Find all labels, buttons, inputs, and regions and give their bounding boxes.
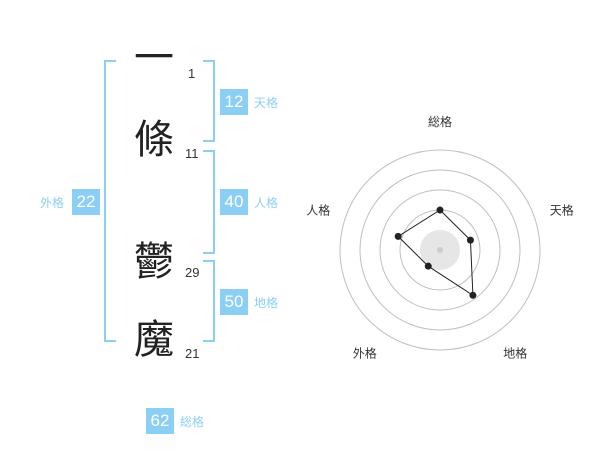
jinkaku-value: 40: [220, 189, 248, 215]
name-char-1: 一: [134, 35, 174, 81]
name-char-4: 魔: [134, 317, 174, 363]
radar-axis-label: 人格: [306, 202, 330, 217]
chikaku-bracket: [203, 260, 215, 342]
radar-axis-label: 外格: [353, 346, 377, 361]
radar-series-polygon: [397, 209, 474, 297]
radar-point-地格: [469, 291, 477, 299]
gaikaku-label: 外格: [40, 196, 65, 210]
name-char-3: 鬱: [134, 239, 174, 285]
gaikaku-bracket: [104, 60, 116, 342]
soukaku-value: 62: [146, 408, 174, 434]
jinkaku-label: 人格: [254, 196, 279, 210]
radar-axis-label: 天格: [550, 202, 574, 217]
radar-point-人格: [394, 232, 402, 240]
gaikaku-value: 22: [72, 189, 100, 215]
radar-ring-4: [359, 169, 521, 331]
radar-point-天格: [466, 236, 474, 244]
chikaku-value: 50: [220, 289, 248, 315]
radar-ring-5: [339, 149, 541, 351]
radar-ring-3: [379, 189, 501, 311]
radar-point-総格: [436, 206, 444, 214]
radar-axis-label: 地格: [503, 346, 527, 361]
stroke-count-1: 1: [188, 66, 196, 81]
radar-center-dot: [437, 247, 443, 253]
tenkaku-value: 12: [220, 89, 248, 115]
chikaku-label: 地格: [254, 296, 279, 310]
stroke-count-3: 29: [185, 265, 200, 280]
radar-axis-label: 総格: [428, 114, 452, 129]
stroke-count-2: 11: [185, 146, 199, 161]
radar-point-外格: [424, 262, 432, 270]
name-char-2: 條: [134, 117, 174, 163]
soukaku-label: 総格: [180, 415, 205, 429]
tenkaku-label: 天格: [254, 96, 279, 110]
tenkaku-bracket: [203, 60, 215, 142]
stroke-count-4: 21: [185, 346, 200, 361]
jinkaku-bracket: [203, 150, 215, 254]
